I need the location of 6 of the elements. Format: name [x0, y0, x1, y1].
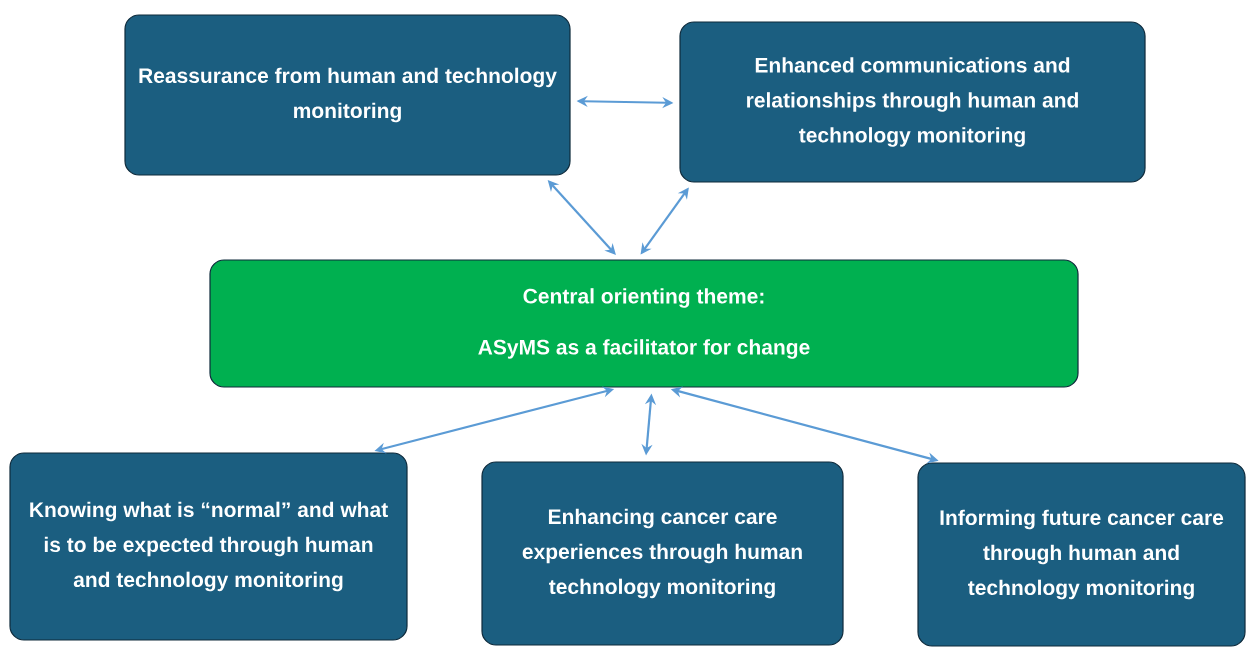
- theme-box: Informing future cancer care through human and technology monitoring: [917, 462, 1246, 647]
- theme-box: Enhancing cancer care experiences through human technology monitoring: [481, 461, 844, 646]
- theme-box: Enhanced communications and relationships through human and technology monitoring: [679, 21, 1146, 183]
- theme-box: Reassurance from human and technology monitoring: [124, 14, 571, 176]
- theme-box: Central orienting theme: ASyMS as a facilitator for change: [209, 259, 1079, 388]
- theme-box: Knowing what is “normal” and what is to be expected through human and technology monitoring: [9, 452, 408, 641]
